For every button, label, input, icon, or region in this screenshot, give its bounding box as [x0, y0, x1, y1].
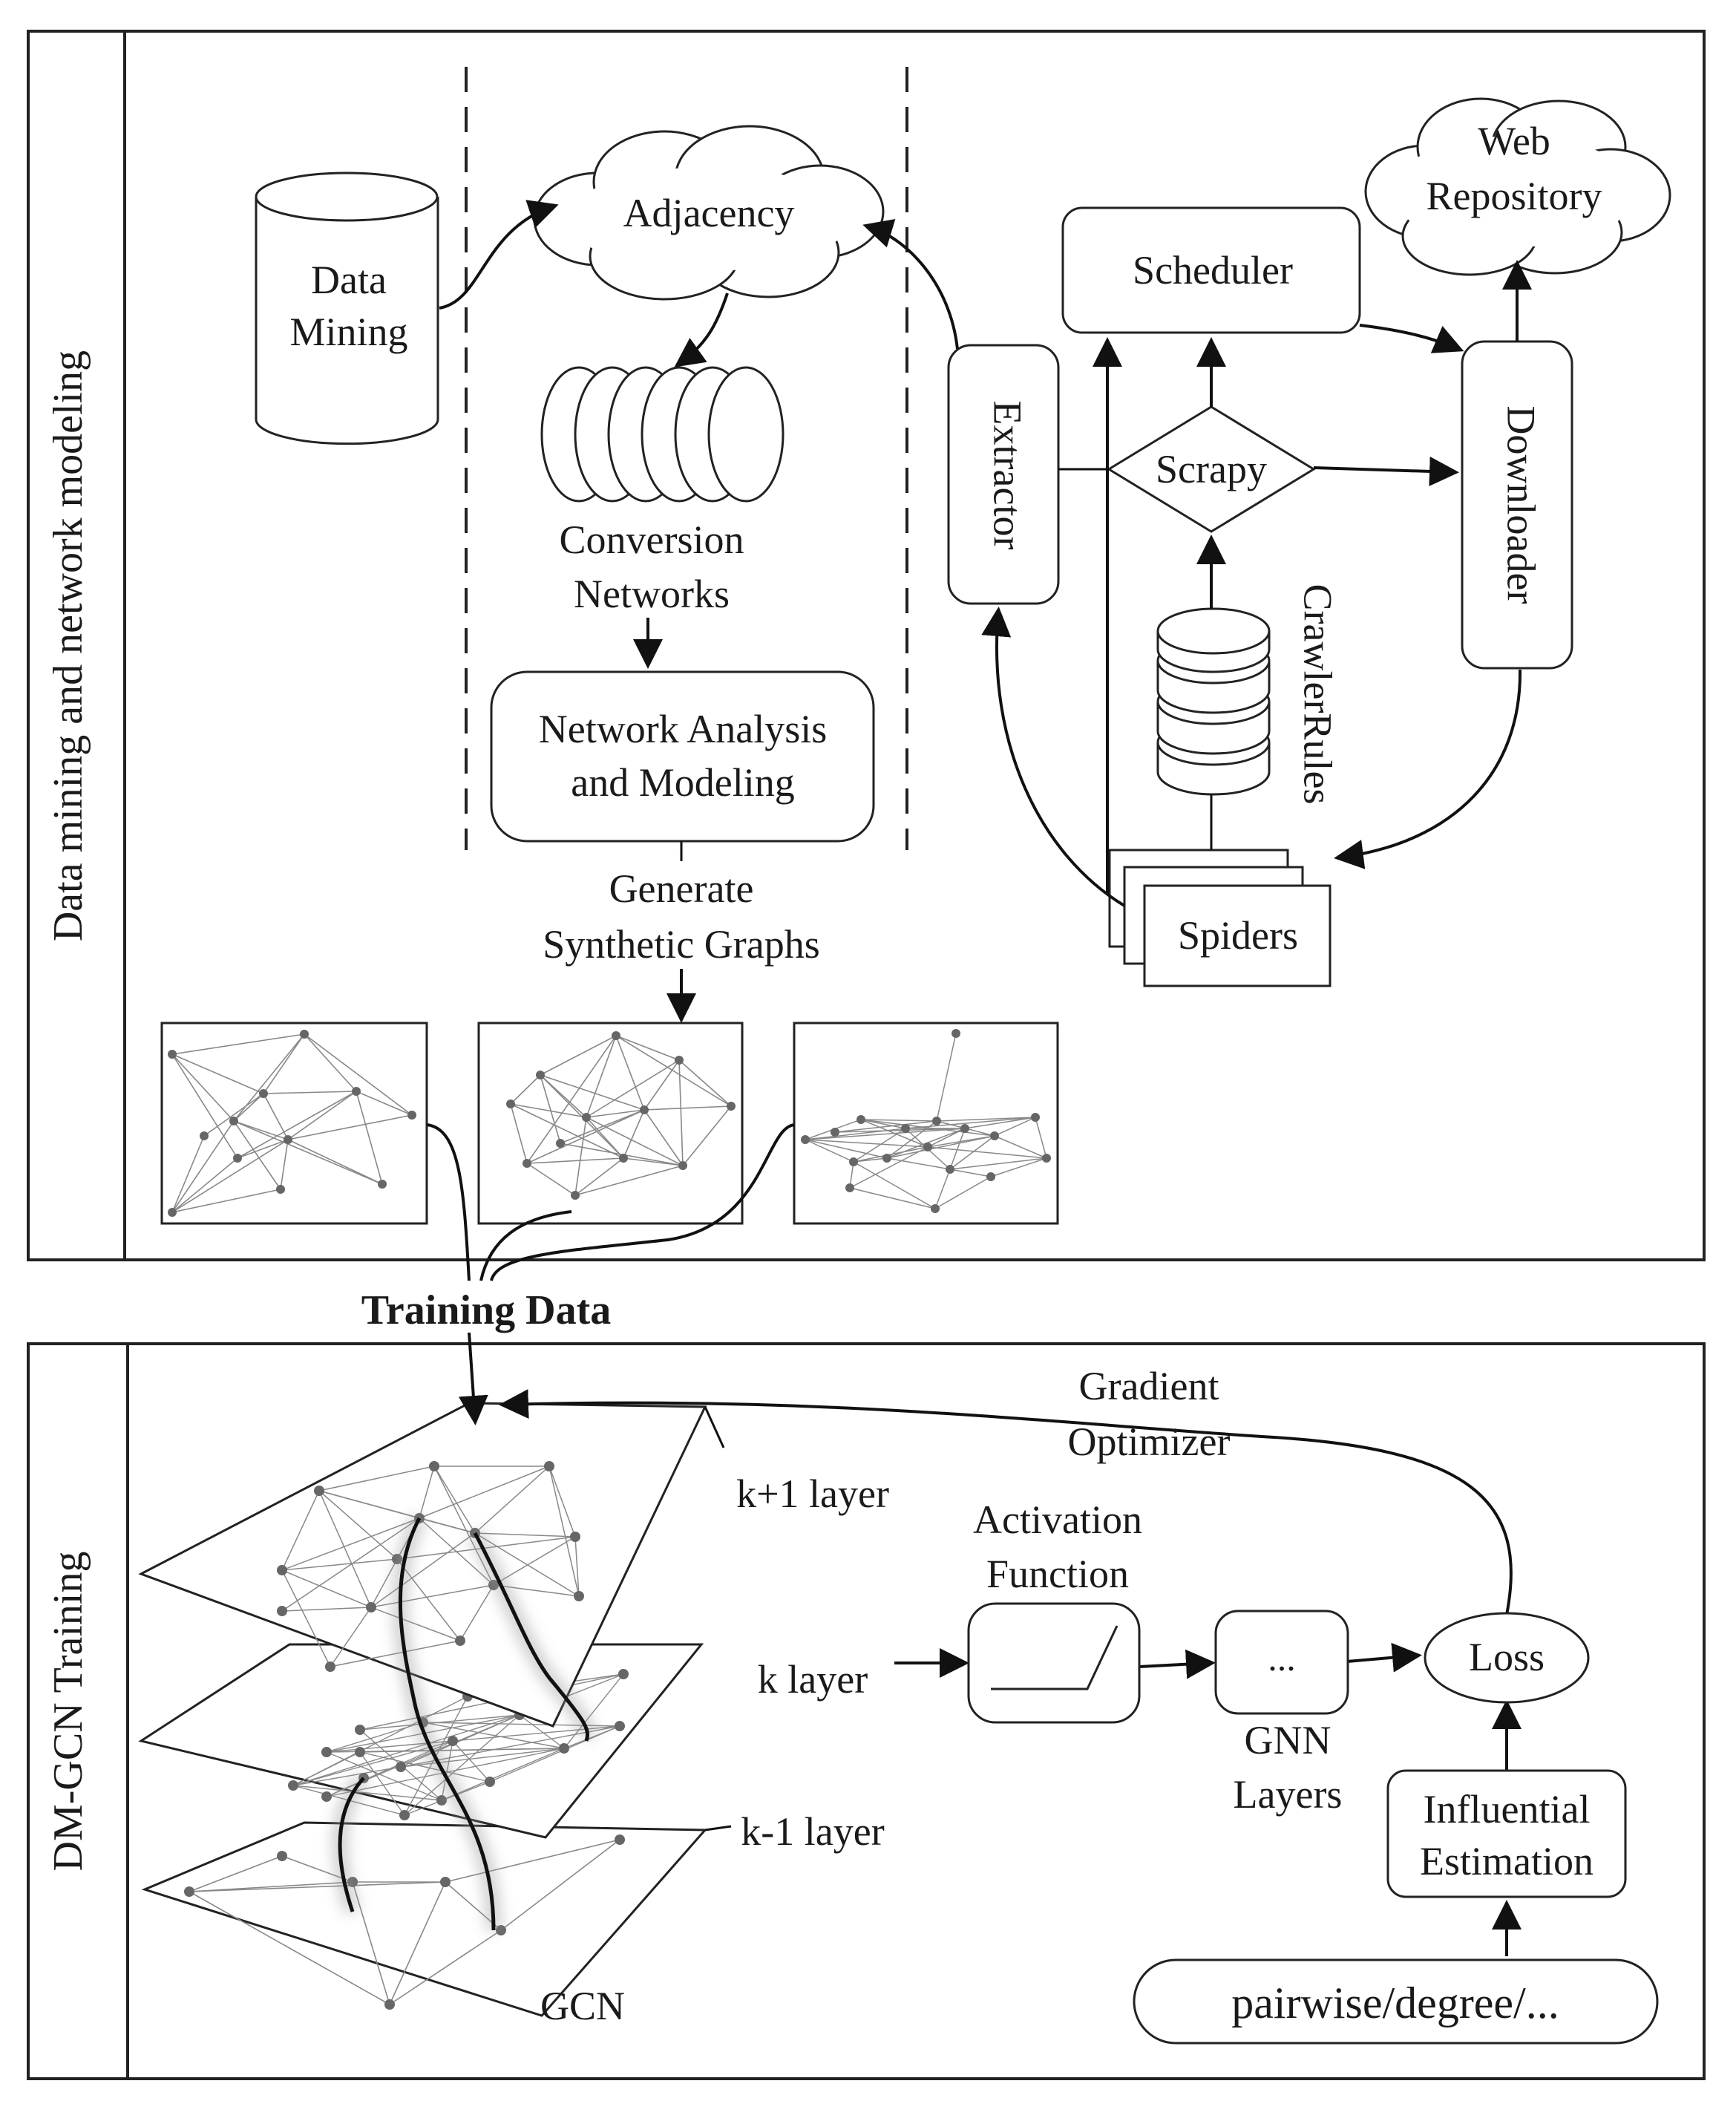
- extractor-label: Extractor: [986, 401, 1030, 550]
- arrow-adjacency-to-conversion: [674, 293, 729, 367]
- scrapy-label: Scrapy: [1156, 447, 1267, 491]
- gcn-label: GCN: [540, 1984, 625, 2028]
- influential-estimation-box: [1386, 1769, 1627, 1898]
- training-data-label: Training Data: [361, 1287, 612, 1333]
- data-mining-label-1: Data: [311, 258, 387, 302]
- influential-label-2: Estimation: [1420, 1839, 1593, 1883]
- arrow-scrapy-to-downloader: [1313, 456, 1459, 486]
- gradient-optimizer-label-2: Optimizer: [1068, 1419, 1231, 1464]
- adjacency-cloud: [533, 125, 885, 301]
- activation-label-1: Activation: [973, 1497, 1142, 1542]
- layer-label-middle: k layer: [758, 1657, 868, 1702]
- arrow-spiders-to-extractor: [981, 607, 1126, 907]
- gcn-layer-bottom: [141, 1821, 708, 2017]
- generate-label-2: Synthetic Graphs: [543, 922, 819, 967]
- line-layer-bottom-label: [704, 1825, 732, 1832]
- top-panel: [27, 30, 1706, 1261]
- layer-label-top: k+1 layer: [736, 1471, 889, 1516]
- scrapy-diamond: [1107, 405, 1316, 533]
- conversion-label-1: Conversion: [560, 517, 744, 562]
- pairwise-label: pairwise/degree/...: [1231, 1979, 1559, 2028]
- arrow-downloader-to-spiders: [1334, 669, 1522, 869]
- arrow-gnn-to-loss: [1346, 1642, 1422, 1673]
- arrow-scheduler-to-downloader: [1359, 324, 1464, 353]
- crawler-rules-label: CrawlerRules: [1296, 584, 1340, 805]
- propagation-paths: [332, 1514, 596, 1931]
- network-analysis-label-2: and Modeling: [571, 760, 794, 805]
- data-mining-label-2: Mining: [289, 310, 407, 354]
- bottom-panel-label: DM-GCN Training: [45, 1552, 91, 1872]
- crawler-rules-stack: [1156, 607, 1271, 796]
- network-analysis-label-1: Network Analysis: [539, 707, 827, 751]
- web-repository-label-2: Repository: [1427, 174, 1602, 218]
- spiders-stack: [1108, 849, 1332, 987]
- gnn-label-1: GNN: [1245, 1718, 1332, 1762]
- activation-function-box: [967, 1602, 1141, 1724]
- gnn-label-2: Layers: [1234, 1772, 1343, 1817]
- spiders-label: Spiders: [1178, 913, 1298, 958]
- gnn-layers-box: [1214, 1610, 1349, 1715]
- scheduler-label: Scheduler: [1133, 248, 1293, 293]
- web-repository-label-1: Web: [1478, 119, 1550, 163]
- data-mining-cylinder: [255, 171, 439, 445]
- arrow-training-data-to-gcn: [458, 1332, 488, 1425]
- adjacency-label: Adjacency: [623, 191, 795, 235]
- pairwise-box: [1133, 1958, 1659, 2045]
- synthetic-graph-2: [477, 1022, 744, 1225]
- gnn-dots: ...: [1268, 1637, 1296, 1679]
- synthetic-graph-1: [160, 1022, 428, 1225]
- loss-node: [1424, 1612, 1590, 1704]
- bottom-panel: [27, 1342, 1706, 2080]
- generate-label-1: Generate: [609, 866, 754, 911]
- web-repository-cloud: [1364, 97, 1671, 276]
- conversion-networks-icon: [540, 366, 785, 503]
- arrow-extractor-to-adjacency: [862, 219, 959, 350]
- synthetic-graph-3: [793, 1022, 1059, 1225]
- conversion-label-2: Networks: [574, 572, 730, 616]
- downloader-label: Downloader: [1499, 406, 1544, 604]
- arrow-mining-to-adjacency: [439, 200, 559, 310]
- layer-label-bottom: k-1 layer: [741, 1809, 884, 1854]
- arrow-gradient-optimizer: [499, 1389, 1513, 1615]
- line-layer-top-label: [704, 1406, 725, 1448]
- gradient-optimizer-label-1: Gradient: [1079, 1364, 1219, 1408]
- activation-label-2: Function: [986, 1552, 1129, 1596]
- relu-curve-icon: [991, 1625, 1118, 1690]
- scheduler-box: [1061, 206, 1361, 334]
- top-panel-label: Data mining and network modeling: [45, 350, 91, 941]
- arrow-activation-to-gnn: [1139, 1649, 1216, 1679]
- network-analysis-box: [490, 670, 875, 843]
- influential-label-1: Influential: [1424, 1787, 1591, 1832]
- extractor-box: [947, 344, 1060, 605]
- loss-label: Loss: [1469, 1635, 1545, 1679]
- training-data-connectors: [426, 1123, 795, 1281]
